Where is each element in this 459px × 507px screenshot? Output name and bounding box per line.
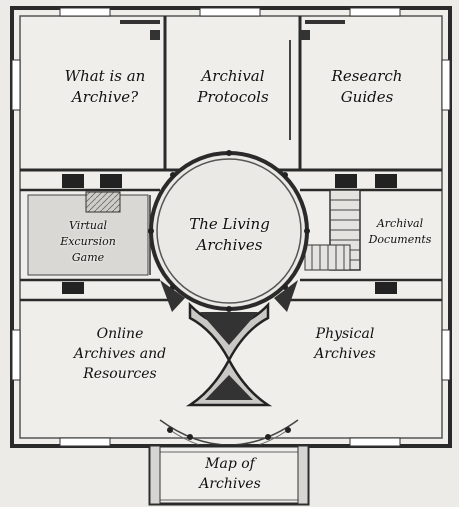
room-research-guides[interactable]: Research Guides bbox=[331, 67, 403, 106]
room-archival-documents[interactable]: Archival Documents bbox=[368, 217, 432, 246]
room-archival-protocols[interactable]: Archival Protocols bbox=[197, 67, 269, 106]
room-online-archives[interactable]: Online Archives and Resources bbox=[73, 326, 167, 382]
room-physical-archives[interactable]: Physical Archives bbox=[314, 326, 376, 362]
room-virtual-excursion-game[interactable]: Virtual Excursion Game bbox=[60, 219, 116, 264]
room-what-is-an-archive[interactable]: What is an Archive? bbox=[64, 67, 146, 106]
room-map-of-archives[interactable]: Map of Archives bbox=[199, 456, 261, 492]
room-living-archives[interactable]: The Living Archives bbox=[189, 215, 270, 254]
